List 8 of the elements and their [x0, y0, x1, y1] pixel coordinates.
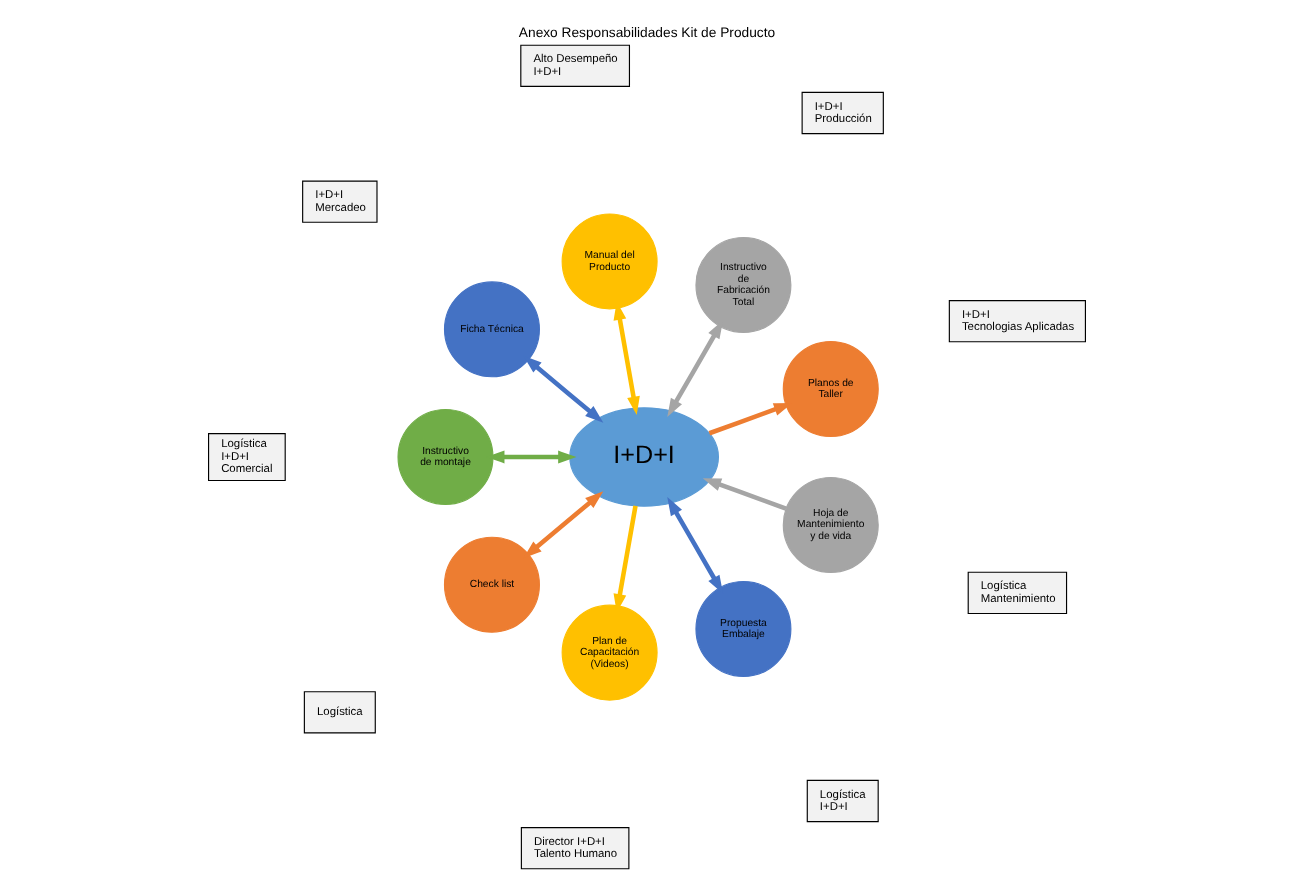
arrow — [612, 505, 637, 613]
arrow — [701, 478, 786, 511]
arrow — [707, 403, 792, 436]
arrow — [612, 301, 639, 415]
arrow — [522, 355, 603, 423]
arrow — [666, 320, 723, 417]
arrow — [666, 497, 723, 594]
arrow — [522, 491, 603, 559]
